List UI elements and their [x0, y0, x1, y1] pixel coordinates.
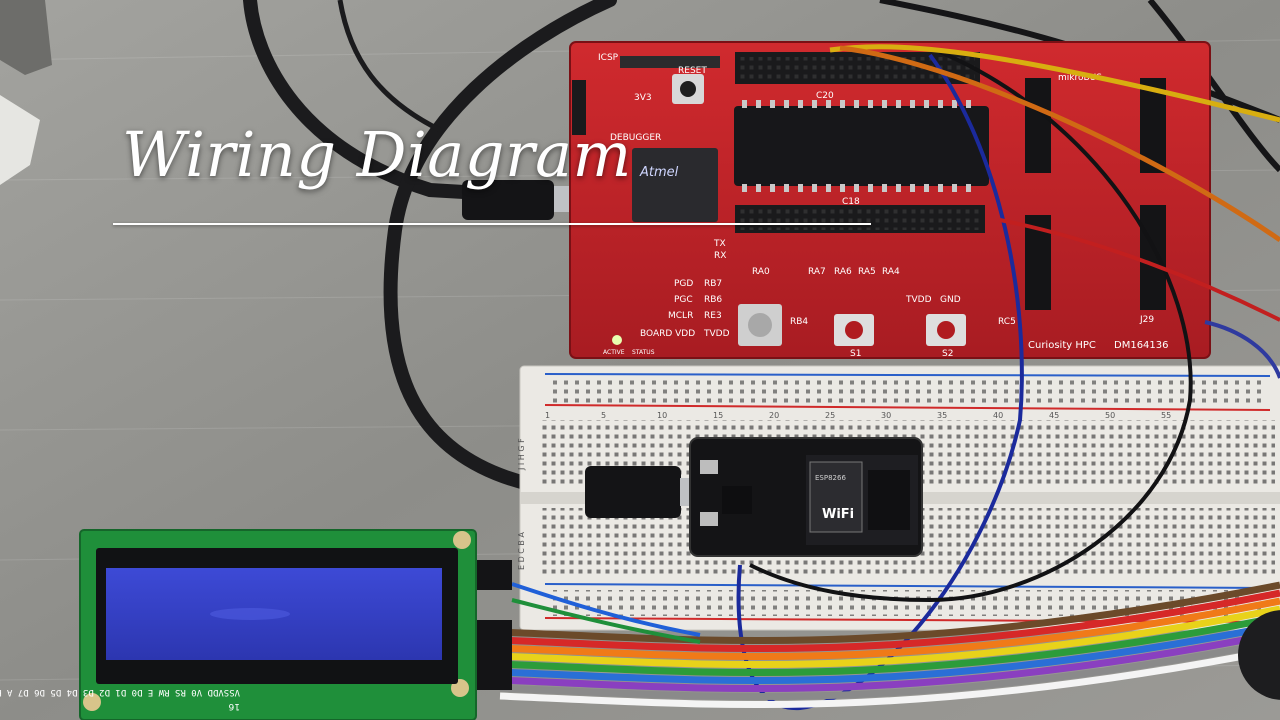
- esp-model-label: ESP8266: [815, 474, 846, 482]
- s2-button: [937, 321, 955, 339]
- label-s1: S1: [850, 349, 861, 359]
- potentiometer: [748, 313, 772, 337]
- label-atmel: Atmel: [639, 165, 679, 180]
- label-c20: C20: [816, 91, 834, 101]
- breadboard-rows-bottom: E D C B A: [517, 532, 526, 570]
- breadboard-column-label: 50: [1105, 411, 1115, 420]
- label-debugger: DEBUGGER: [610, 133, 661, 143]
- paper-scrap: [0, 95, 40, 185]
- lcd-pin-count: 16: [228, 701, 240, 711]
- curiosity-hpc-board: ICSP RESET 3V3 DEBUGGER C20 C18 TX RX RA…: [569, 41, 1211, 359]
- active-led: [612, 335, 622, 345]
- reset-button: [680, 81, 696, 97]
- breadboard-column-label: 1: [545, 411, 550, 420]
- breadboard-column-label: 20: [769, 411, 779, 420]
- label-rc5: RC5: [998, 317, 1016, 327]
- usb-cable-module: [383, 0, 617, 499]
- label-tvdd-left: TVDD: [703, 329, 730, 339]
- lcd-pin-labels: VSSVDD V0 RS RW E D0 D1 D2 D3 D4 D5 D6 D…: [0, 687, 240, 697]
- label-ra5: RA5: [858, 267, 876, 277]
- breadboard-column-label: 10: [657, 411, 667, 420]
- ribbon-cable: [499, 581, 1280, 709]
- board-name: Curiosity HPC: [1028, 340, 1096, 351]
- lcd-1602-display: VSSVDD V0 RS RW E D0 D1 D2 D3 D4 D5 D6 D…: [0, 529, 477, 720]
- breadboard-column-label: 55: [1161, 411, 1171, 420]
- slide-title: Wiring Diagram: [122, 118, 632, 191]
- label-3v3: 3V3: [634, 93, 652, 103]
- thin-cable: [337, 0, 442, 133]
- label-gnd: GND: [940, 295, 961, 305]
- yellow-jumper-wire: [829, 44, 1280, 123]
- black-jumper-wire: [749, 50, 1193, 603]
- desk-object: [0, 0, 52, 75]
- orange-jumper-wire: [839, 45, 1280, 243]
- breadboard-column-label: 30: [881, 411, 891, 420]
- label-ra7: RA7: [808, 267, 826, 277]
- breadboard-column-label: 15: [713, 411, 723, 420]
- label-board-vdd: BOARD VDD: [640, 329, 695, 339]
- label-tvdd: TVDD: [905, 295, 932, 305]
- esp8266-nodemcu: WiFi ESP8266: [689, 437, 923, 557]
- usb-cable-board: [243, 0, 607, 207]
- label-rb4: RB4: [790, 317, 808, 327]
- breadboard-column-label: 25: [825, 411, 835, 420]
- label-rx: RX: [714, 251, 726, 261]
- wifi-label: WiFi: [822, 507, 854, 522]
- dupont-connector: [476, 560, 512, 590]
- label-rb6: RB6: [704, 295, 722, 305]
- label-re3: RE3: [704, 311, 722, 321]
- red-jumper-wire: [999, 218, 1280, 322]
- usb-plug-board: [462, 180, 554, 220]
- label-reset: RESET: [678, 66, 707, 76]
- label-pgd: PGD: [674, 279, 693, 289]
- label-ra6: RA6: [834, 267, 852, 277]
- debugger-chip: [632, 148, 718, 222]
- breadboard-column-label: 40: [993, 411, 1003, 420]
- dupont-connector-group: [476, 620, 512, 690]
- label-status: STATUS: [632, 349, 655, 356]
- label-pgc: PGC: [674, 295, 693, 305]
- background-cable-2: [1147, 0, 1280, 173]
- title-underline: [113, 223, 871, 225]
- breadboard-column-label: 45: [1049, 411, 1059, 420]
- breadboard-rows-top: J I H G F: [517, 438, 526, 471]
- label-mclr: MCLR: [668, 311, 693, 321]
- label-rb7: RB7: [704, 279, 722, 289]
- label-active: ACTIVE: [603, 349, 625, 356]
- label-mikrobus: mikroBUS: [1058, 73, 1102, 83]
- label-c18: C18: [842, 197, 860, 207]
- label-j29: J29: [1139, 315, 1154, 325]
- label-s2: S2: [942, 349, 953, 359]
- board-part-number: DM164136: [1114, 340, 1169, 351]
- usb-plug-module: [585, 466, 681, 518]
- breadboard-column-label: 35: [937, 411, 947, 420]
- label-icsp: ICSP: [598, 53, 619, 63]
- label-ra0: RA0: [752, 267, 770, 277]
- s1-button: [845, 321, 863, 339]
- pic-microcontroller: [734, 106, 989, 186]
- breadboard-column-label: 5: [601, 411, 606, 420]
- label-tx: TX: [713, 239, 726, 249]
- label-ra4: RA4: [882, 267, 900, 277]
